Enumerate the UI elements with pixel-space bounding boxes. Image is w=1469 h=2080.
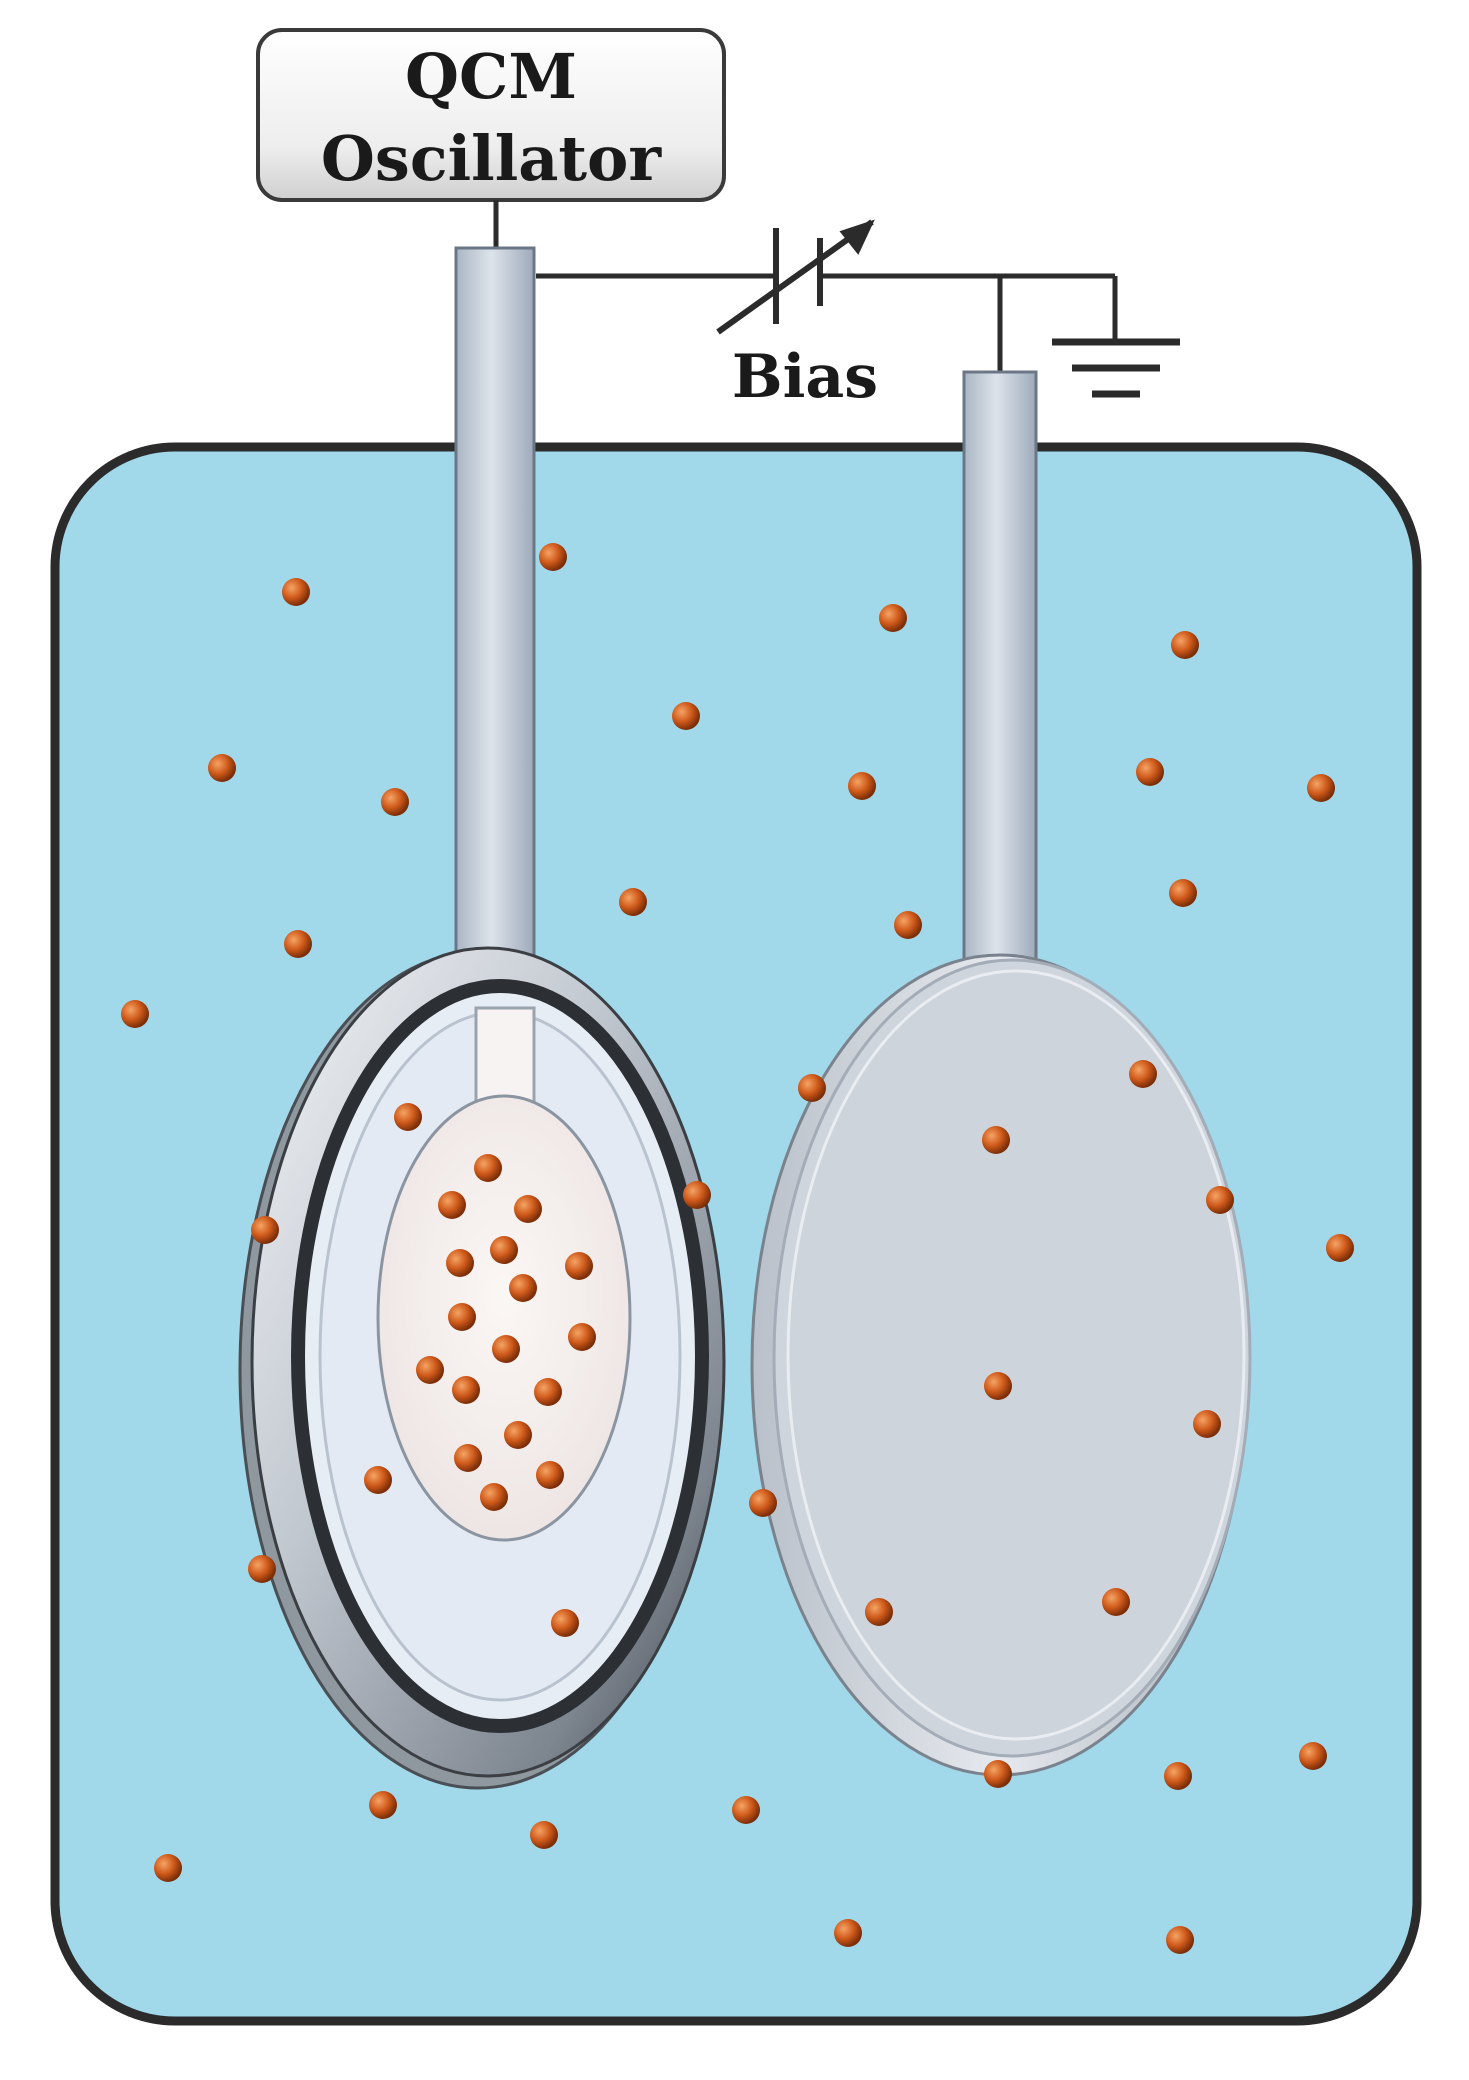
particle <box>1326 1234 1354 1262</box>
particle <box>490 1236 518 1264</box>
particle <box>454 1444 482 1472</box>
particle <box>154 1854 182 1882</box>
variable-capacitor-icon <box>716 219 875 335</box>
particle <box>394 1103 422 1131</box>
particle <box>452 1376 480 1404</box>
particle <box>282 578 310 606</box>
particle <box>474 1154 502 1182</box>
particle <box>369 1791 397 1819</box>
particle <box>865 1598 893 1626</box>
particle <box>1169 879 1197 907</box>
particle <box>446 1249 474 1277</box>
particle <box>1206 1186 1234 1214</box>
particle <box>619 888 647 916</box>
suspended-particles <box>121 543 1354 1954</box>
counter-electrode-rod <box>962 370 1038 974</box>
qcm-crystal-holder <box>238 946 726 1790</box>
particle <box>551 1609 579 1637</box>
particle <box>1164 1762 1192 1790</box>
particle <box>248 1555 276 1583</box>
particle <box>732 1796 760 1824</box>
particle <box>504 1421 532 1449</box>
qcm-electrode-rod <box>454 246 536 960</box>
particle <box>534 1378 562 1406</box>
particle <box>416 1356 444 1384</box>
particle <box>683 1181 711 1209</box>
particle <box>1307 774 1335 802</box>
oscillator-label-line1: QCM <box>405 40 577 113</box>
particle <box>509 1274 537 1302</box>
particle <box>834 1919 862 1947</box>
particle <box>798 1074 826 1102</box>
particle <box>208 754 236 782</box>
particle <box>565 1252 593 1280</box>
particle <box>894 911 922 939</box>
oscillator-label-line2: Oscillator <box>321 122 662 195</box>
particle <box>251 1216 279 1244</box>
particle <box>879 604 907 632</box>
bias-label: Bias <box>732 342 878 412</box>
particle <box>982 1126 1010 1154</box>
particle <box>1193 1410 1221 1438</box>
particle <box>539 543 567 571</box>
particle <box>514 1195 542 1223</box>
particle <box>364 1466 392 1494</box>
particle <box>121 1000 149 1028</box>
particle <box>381 788 409 816</box>
particle <box>749 1489 777 1517</box>
counter-electrode-disc <box>750 953 1252 1777</box>
particle <box>1102 1588 1130 1616</box>
particle <box>536 1461 564 1489</box>
particle <box>438 1191 466 1219</box>
particle <box>1299 1742 1327 1770</box>
particle <box>1171 631 1199 659</box>
particle <box>672 702 700 730</box>
circuit-wiring <box>493 200 1118 372</box>
particle <box>1136 758 1164 786</box>
particle <box>1166 1926 1194 1954</box>
particle <box>984 1372 1012 1400</box>
particle <box>284 930 312 958</box>
particle <box>984 1760 1012 1788</box>
particle <box>1129 1060 1157 1088</box>
qcm-oscillator-box: QCM Oscillator <box>256 28 726 202</box>
particle <box>568 1323 596 1351</box>
particle <box>848 772 876 800</box>
particle <box>448 1303 476 1331</box>
particle <box>492 1335 520 1363</box>
qcm-sensing-electrode <box>376 1094 632 1542</box>
particle <box>530 1821 558 1849</box>
ground-symbol-icon <box>1052 338 1180 398</box>
particle <box>480 1483 508 1511</box>
